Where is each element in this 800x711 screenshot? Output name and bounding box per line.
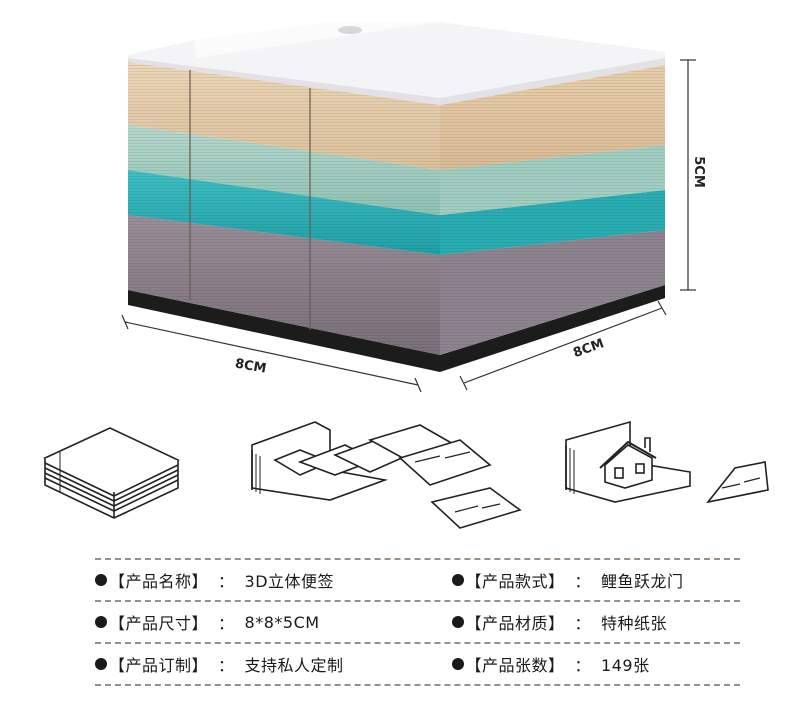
width-dimension: 8CM (121, 314, 422, 393)
width-label: 8CM (234, 356, 268, 376)
bullet-icon (95, 616, 107, 628)
height-label: 5CM (691, 156, 706, 188)
spec-value: 特种纸张 (601, 614, 668, 633)
spec-row: 【产品尺寸】 ： 8*8*5CM 【产品材质】 ： 特种纸张 (95, 602, 740, 642)
spec-row: 【产品名称】 ： 3D立体便签 【产品款式】 ： 鲤鱼跃龙门 (95, 560, 740, 600)
spec-value: 8*8*5CM (244, 612, 320, 632)
spec-item-material: 【产品材质】 ： 特种纸张 (384, 610, 741, 634)
spec-value: 149张 (601, 656, 650, 675)
spec-separator: ： (574, 614, 592, 633)
divider (95, 600, 740, 602)
spec-key: 【产品款式】 (465, 572, 565, 591)
spec-row: 【产品订制】 ： 支持私人定制 【产品张数】 ： 149张 (95, 644, 740, 684)
spec-separator: ： (218, 572, 235, 591)
spec-value: 3D立体便签 (244, 572, 335, 591)
bullet-icon (95, 574, 107, 586)
bullet-icon (95, 658, 107, 670)
spec-table: 【产品名称】 ： 3D立体便签 【产品款式】 ： 鲤鱼跃龙门 【产品尺寸】 ： … (95, 558, 740, 686)
spec-separator: ： (218, 614, 235, 633)
paper-stack-icon (43, 427, 180, 519)
spec-separator: ： (218, 656, 235, 675)
spec-key: 【产品张数】 (465, 656, 565, 675)
spec-value: 鲤鱼跃龙门 (601, 572, 684, 591)
spec-key: 【产品订制】 (109, 656, 209, 675)
usage-illustrations (0, 400, 800, 550)
memo-cube-drawing: 5CM 8CM 8CM (121, 22, 706, 393)
spec-key: 【产品尺寸】 (109, 614, 209, 633)
spec-item-name: 【产品名称】 ： 3D立体便签 (95, 568, 384, 592)
spec-key: 【产品名称】 (109, 572, 209, 591)
divider (95, 684, 740, 686)
divider (95, 642, 740, 644)
height-dimension: 5CM (680, 59, 706, 291)
divider (95, 558, 740, 560)
product-image: 5CM 8CM 8CM (121, 22, 706, 393)
house-sculpture-icon (565, 420, 769, 504)
spec-item-size: 【产品尺寸】 ： 8*8*5CM (95, 610, 384, 634)
bullet-icon (451, 658, 464, 670)
bullet-icon (451, 616, 464, 628)
spec-separator: ： (574, 656, 592, 675)
spec-item-style: 【产品款式】 ： 鲤鱼跃龙门 (384, 568, 741, 592)
bullet-icon (451, 574, 464, 586)
tearing-pages-icon (251, 421, 522, 529)
spec-item-count: 【产品张数】 ： 149张 (384, 652, 741, 676)
base-board (128, 285, 665, 372)
spec-separator: ： (574, 572, 592, 591)
spec-value: 支持私人定制 (244, 656, 344, 675)
spec-key: 【产品材质】 (465, 614, 565, 633)
spec-item-custom: 【产品订制】 ： 支持私人定制 (95, 652, 384, 676)
